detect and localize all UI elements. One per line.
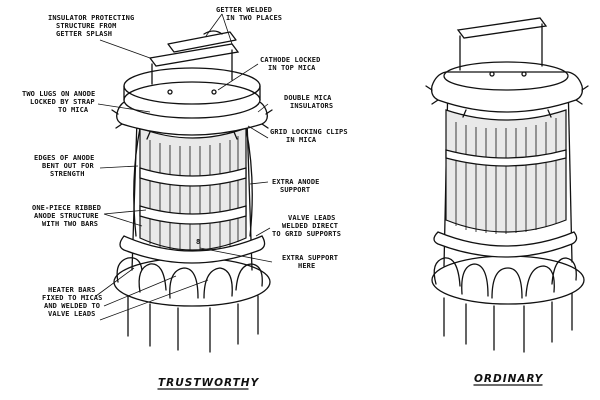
svg-text:TO GRID SUPPORTS: TO GRID SUPPORTS — [272, 230, 341, 238]
caption-trustworthy: TRUSTWORTHY — [158, 377, 260, 389]
right-glass-base — [431, 255, 585, 305]
callout-extra-anode: EXTRA ANODE SUPPORT — [272, 178, 319, 194]
right-getter-assembly — [456, 17, 548, 71]
svg-text:EXTRA ANODE: EXTRA ANODE — [272, 178, 319, 186]
svg-text:INSULATORS: INSULATORS — [290, 102, 333, 110]
svg-text:CATHODE LOCKED: CATHODE LOCKED — [260, 56, 320, 64]
trustworthy-valve-drawing: 8 — [111, 30, 273, 353]
caption-ordinary: ORDINARY — [474, 373, 544, 385]
left-anode — [133, 127, 253, 252]
callout-insulator: INSULATOR PROTECTING STRUCTURE FROM GETT… — [48, 14, 134, 38]
svg-text:IN TWO PLACES: IN TWO PLACES — [226, 14, 282, 22]
svg-text:EXTRA SUPPORT: EXTRA SUPPORT — [282, 254, 338, 262]
leader-lines — [95, 13, 273, 321]
svg-text:INSULATOR PROTECTING: INSULATOR PROTECTING — [48, 14, 134, 22]
svg-text:VALVE LEADS: VALVE LEADS — [288, 214, 335, 222]
svg-text:WITH TWO BARS: WITH TWO BARS — [42, 220, 98, 228]
svg-text:HEATER BARS: HEATER BARS — [48, 286, 95, 294]
svg-text:AND WELDED TO: AND WELDED TO — [44, 302, 100, 310]
svg-text:STRUCTURE FROM: STRUCTURE FROM — [56, 22, 116, 30]
svg-text:IN TOP MICA: IN TOP MICA — [268, 64, 316, 72]
svg-text:GETTER SPLASH: GETTER SPLASH — [56, 30, 112, 38]
svg-text:TO MICA: TO MICA — [58, 106, 89, 114]
callout-extra-support: EXTRA SUPPORT HERE — [282, 254, 338, 270]
svg-text:TWO LUGS ON ANODE: TWO LUGS ON ANODE — [22, 90, 95, 98]
callout-valve-leads: VALVE LEADS WELDED DIRECT TO GRID SUPPOR… — [272, 214, 341, 238]
right-anode — [445, 109, 567, 234]
svg-text:EDGES OF ANODE: EDGES OF ANODE — [34, 154, 94, 162]
left-anode-mark: 8 — [196, 238, 200, 246]
left-glass-base — [113, 257, 271, 307]
callout-cathode: CATHODE LOCKED IN TOP MICA — [260, 56, 320, 72]
left-top-mica — [111, 67, 273, 140]
callout-double-mica: DOUBLE MICA INSULATORS — [284, 94, 333, 110]
svg-text:ANODE STRUCTURE: ANODE STRUCTURE — [34, 212, 99, 220]
right-base-pins — [443, 291, 573, 353]
callout-heater: HEATER BARS FIXED TO MICAS AND WELDED TO… — [42, 286, 102, 318]
svg-text:SUPPORT: SUPPORT — [280, 186, 310, 194]
svg-text:FIXED TO MICAS: FIXED TO MICAS — [42, 294, 102, 302]
callout-edges: EDGES OF ANODE BENT OUT FOR STRENGTH — [34, 154, 94, 178]
ordinary-valve-drawing — [425, 17, 589, 353]
svg-text:LOCKED BY STRAP: LOCKED BY STRAP — [30, 98, 95, 106]
svg-text:WELDED DIRECT: WELDED DIRECT — [282, 222, 338, 230]
svg-text:BENT OUT FOR: BENT OUT FOR — [42, 162, 94, 170]
left-getter-assembly — [148, 30, 240, 85]
right-top-mica — [425, 61, 589, 118]
svg-text:VALVE LEADS: VALVE LEADS — [48, 310, 95, 318]
svg-text:DOUBLE MICA: DOUBLE MICA — [284, 94, 332, 102]
callout-getter: GETTER WELDED IN TWO PLACES — [216, 6, 282, 22]
svg-text:GRID LOCKING CLIPS: GRID LOCKING CLIPS — [270, 128, 348, 136]
svg-text:IN MICA: IN MICA — [286, 136, 317, 144]
callout-grid-clips: GRID LOCKING CLIPS IN MICA — [270, 128, 348, 144]
callout-lugs: TWO LUGS ON ANODE LOCKED BY STRAP TO MIC… — [22, 90, 95, 114]
left-base-pins — [127, 295, 259, 353]
callout-one-piece: ONE-PIECE RIBBED ANODE STRUCTURE WITH TW… — [32, 204, 101, 228]
svg-text:STRENGTH: STRENGTH — [50, 170, 85, 178]
svg-text:ONE-PIECE RIBBED: ONE-PIECE RIBBED — [32, 204, 101, 212]
svg-text:GETTER WELDED: GETTER WELDED — [216, 6, 272, 14]
svg-text:HERE: HERE — [298, 262, 315, 270]
